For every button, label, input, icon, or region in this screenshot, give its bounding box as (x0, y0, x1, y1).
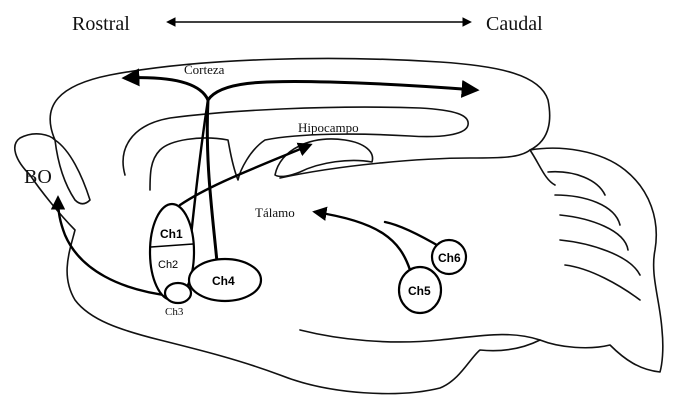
cortex-caudal-branch (208, 81, 476, 100)
rostral-label: Rostral (72, 13, 130, 35)
caudal-label: Caudal (486, 13, 543, 35)
ch56-thalamus-path (315, 212, 410, 270)
olfactory-bulb-outline (55, 140, 90, 204)
hippocampus-outline (275, 139, 373, 176)
ch2-label: Ch2 (158, 259, 178, 271)
ch5-label: Ch5 (408, 284, 431, 298)
brainstem-line (300, 330, 540, 342)
cerebellum-folds (530, 150, 640, 300)
talamo-label: Tálamo (255, 205, 295, 220)
ch4-cortex-trunk (207, 100, 217, 262)
ch6-label: Ch6 (438, 251, 461, 265)
midbrain-line (280, 150, 530, 178)
ch2-cortex-path (190, 100, 208, 245)
ch1-label: Ch1 (160, 227, 183, 241)
brain-outline (15, 58, 663, 393)
bo-label: BO (24, 166, 52, 188)
ch3-label: Ch3 (165, 306, 184, 318)
hipocampo-label: Hipocampo (298, 120, 359, 135)
nucleus-ch3 (165, 283, 191, 303)
cortex-rostral-branch (125, 78, 208, 100)
ch4-label: Ch4 (212, 274, 235, 288)
corteza-label: Corteza (184, 62, 225, 77)
ch6-thalamus-branch (385, 222, 442, 248)
